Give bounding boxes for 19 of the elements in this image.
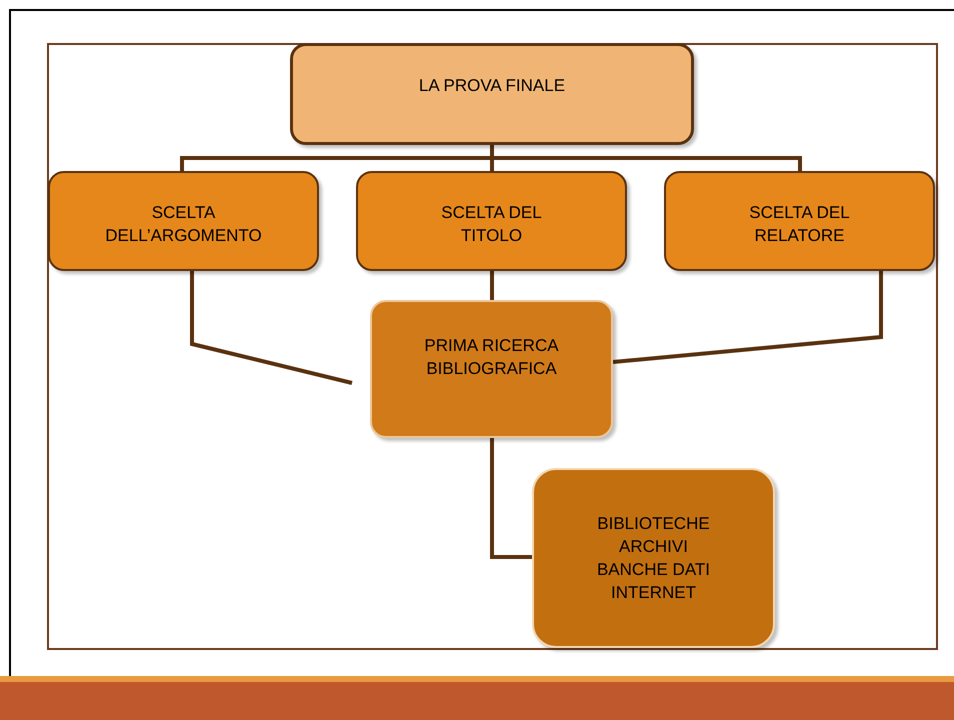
connector-line: [190, 271, 352, 385]
node-label: BANCHE DATI: [596, 559, 710, 581]
node-label: LA PROVA FINALE: [418, 75, 566, 97]
node-label: SCELTA DEL TITOLO: [440, 202, 543, 247]
process-box: [356, 171, 627, 271]
node-label: ARCHIVI: [619, 536, 688, 558]
process-box: [290, 43, 694, 145]
node-label: BIBLIOTECHE: [597, 513, 710, 535]
connector-line: [612, 271, 883, 364]
connector-line: [490, 438, 532, 559]
process-box: [370, 300, 613, 438]
process-box: [532, 468, 775, 648]
node-label: INTERNET: [611, 582, 696, 604]
connector-line: [490, 271, 494, 300]
process-box: [48, 171, 319, 271]
node-label: SCELTA DEL RELATORE: [748, 202, 851, 247]
process-box: [664, 171, 935, 271]
node-label: PRIMA RICERCA BIBLIOGRAFICA: [423, 335, 560, 380]
node-label: SCELTA DELL’ARGOMENTO: [104, 202, 263, 247]
